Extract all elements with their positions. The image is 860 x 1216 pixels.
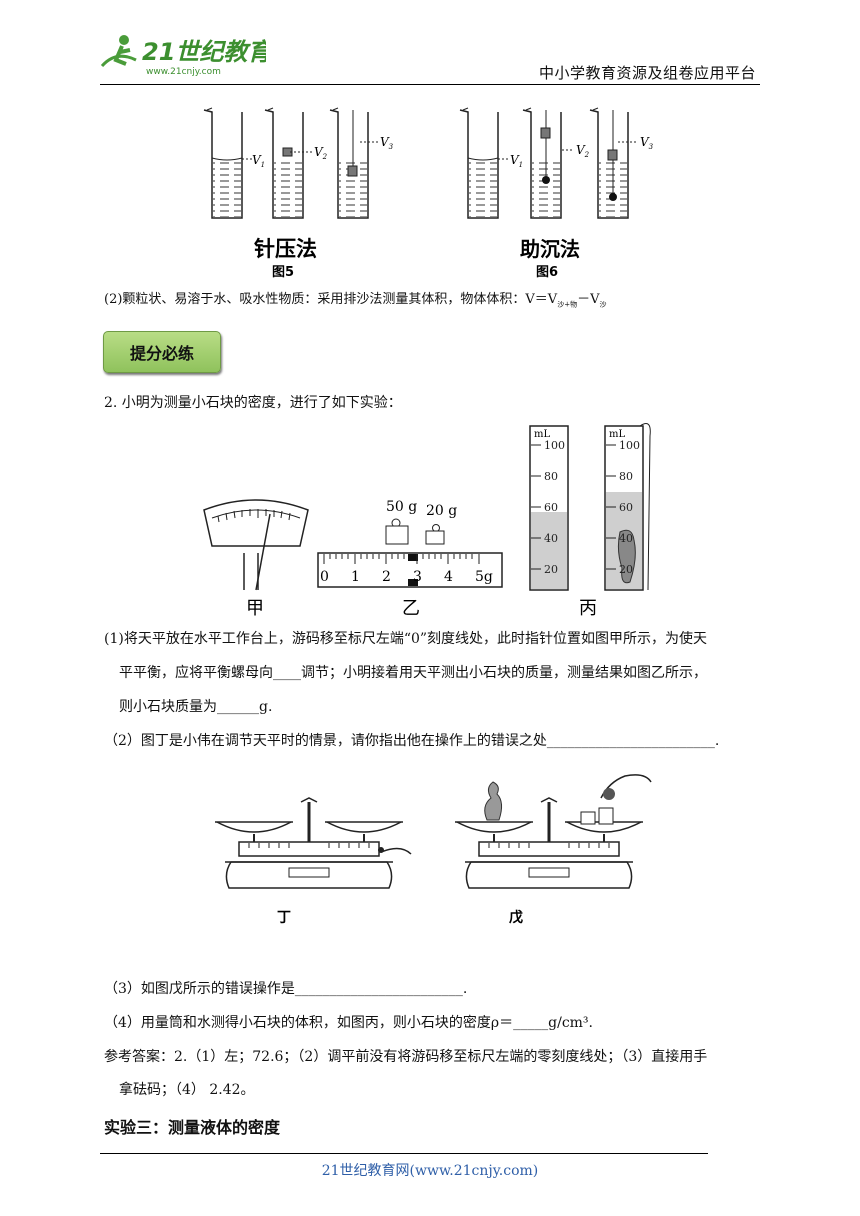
note-sub1: 沙+物: [557, 300, 578, 309]
svg-text:V1: V1: [252, 153, 265, 169]
header-tagline: 中小学教育资源及组卷应用平台: [538, 64, 756, 82]
cyl1-tick-40: 40: [544, 532, 558, 545]
header-divider: [100, 84, 760, 85]
fig5-title: 针压法: [254, 237, 317, 261]
fig6-label: 图6: [536, 265, 558, 280]
q1-line2: 平平衡，应将平衡螺母向____调节；小明接着用天平测出小石块的质量，测量结果如图…: [119, 665, 707, 681]
cyl1-unit: mL: [534, 429, 550, 440]
note-sub2: 沙: [599, 300, 607, 309]
q1-line3: 则小石块质量为______g.: [119, 699, 273, 715]
footer-link[interactable]: 21世纪教育网(www.21cnjy.com): [321, 1163, 539, 1179]
cyl1-tick-80: 80: [544, 470, 558, 483]
q4-text: （4）用量筒和水测得小石块的体积，如图丙，则小石块的密度ρ＝_____g/cm³…: [104, 1015, 593, 1031]
cyl2-tick-20: 20: [619, 563, 633, 576]
note-minus: －V: [577, 292, 600, 307]
cyl2-tick-100: 100: [619, 439, 640, 452]
q1-line1: (1)将天平放在水平工作台上，游码移至标尺左端“0”刻度线处，此时指针位置如图甲…: [104, 631, 708, 647]
label-jia: 甲: [246, 598, 264, 618]
svg-text:V1: V1: [510, 153, 523, 169]
weight-20-label: 20 g: [426, 503, 457, 519]
weight-50-label: 50 g: [386, 499, 417, 515]
logo-url: www.21cnjy.com: [146, 67, 221, 77]
label-ding: 丁: [277, 910, 291, 926]
cyl1-tick-100: 100: [544, 439, 565, 452]
cyl2-tick-80: 80: [619, 470, 633, 483]
footer-divider: [100, 1153, 708, 1154]
practice-button[interactable]: 提分必练: [103, 331, 221, 373]
label-bing: 丙: [579, 598, 597, 618]
svg-text:V2: V2: [576, 143, 590, 159]
question-intro: 2. 小明为测量小石块的密度，进行了如下实验：: [104, 395, 402, 411]
section-heading: 实验三：测量液体的密度: [104, 1118, 281, 1137]
fig6-title: 助沉法: [520, 237, 580, 261]
scale-tick-2: 2: [382, 569, 391, 585]
cyl1-tick-20: 20: [544, 563, 558, 576]
scale-tick-1: 1: [351, 569, 360, 585]
cyl2-unit: mL: [609, 429, 625, 440]
cyl2-tick-60: 60: [619, 501, 633, 514]
logo-text: 21世纪教育: [142, 38, 266, 66]
figure-jia-yi-bing: 甲 50 g 20 g 0 1 2 3 4 5g 乙 mL mL 100 80 …: [203, 423, 651, 618]
scale-tick-5: 5g: [475, 569, 493, 585]
figure-ding-wu: 丁 戊: [213, 774, 652, 926]
label-yi: 乙: [402, 598, 420, 618]
label-wu: 戊: [509, 909, 523, 926]
site-logo: 21世纪教育 www.21cnjy.com: [96, 30, 275, 80]
answer-line2: 拿砝码；（4） 2.42。: [119, 1082, 255, 1098]
svg-text:V3: V3: [380, 135, 394, 151]
figure-5-6: V1 V2 V3 针压法 图5 V1 V2 V3 助沉法 图6: [203, 107, 654, 280]
scale-tick-0: 0: [320, 569, 329, 585]
note-line: (2)颗粒状、易溶于水、吸水性物质：采用排沙法测量其体积，物体体积：V＝V沙+物…: [104, 290, 606, 315]
answer-line1: 参考答案：2.（1）左；72.6；（2）调平前没有将游码移至标尺左端的零刻度线处…: [104, 1049, 708, 1065]
cyl1-tick-60: 60: [544, 501, 558, 514]
svg-text:V3: V3: [640, 135, 654, 151]
q2-text: （2）图丁是小伟在调节天平时的情景，请你指出他在操作上的错误之处________…: [104, 733, 720, 749]
cyl2-tick-40: 40: [619, 532, 633, 545]
scale-tick-4: 4: [444, 569, 453, 585]
note-text: (2)颗粒状、易溶于水、吸水性物质：采用排沙法测量其体积，物体体积：V＝V: [104, 292, 558, 307]
fig5-label: 图5: [272, 265, 294, 280]
svg-text:V2: V2: [314, 145, 328, 161]
scale-tick-3: 3: [413, 569, 422, 585]
q3-text: （3）如图戊所示的错误操作是________________________.: [104, 981, 468, 997]
